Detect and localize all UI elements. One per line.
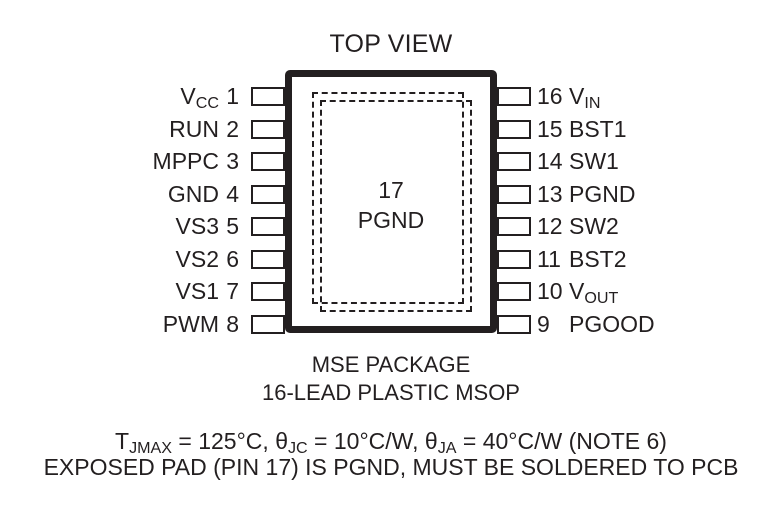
theta-ja-symbol: θ <box>424 428 438 454</box>
pin-name-11: BST2 <box>569 245 627 272</box>
pin-name-6: VS2 <box>175 245 219 272</box>
pin-number-11: 11 <box>537 245 561 272</box>
pin-lead-10 <box>497 282 531 301</box>
pin-name-10: VOUT <box>569 278 619 308</box>
exposed-pad-outline-outer <box>312 92 464 304</box>
pin-number-16: 16 <box>537 83 563 109</box>
exposed-pad-outline-inner <box>320 100 472 312</box>
pin-lead-14 <box>497 152 531 171</box>
pin-number-8: 8 <box>226 310 239 337</box>
theta-jc-subscript: JC <box>288 439 308 458</box>
pin-lead-12 <box>497 217 531 236</box>
exposed-pad-number: 17 <box>378 177 404 203</box>
pin-number-14: 14 <box>537 148 563 174</box>
pin-name-14: SW1 <box>569 148 619 174</box>
pin-lead-9 <box>497 314 531 334</box>
tjmax-symbol: T <box>115 428 130 454</box>
pin-lead-5 <box>251 217 285 236</box>
pin-name-subscript-10: OUT <box>584 289 619 308</box>
thermal-spec-line: TJMAX = 125°C, θJC = 10°C/W, θJA = 40°C/… <box>0 428 782 458</box>
pin-number-6: 6 <box>226 245 239 272</box>
tjmax-value: = 125°C, <box>172 428 276 454</box>
pin-lead-13 <box>497 184 531 204</box>
pin-name-2: RUN <box>169 115 219 142</box>
diagram-title: TOP VIEW <box>329 30 453 58</box>
pin-lead-3 <box>251 152 285 171</box>
pin-lead-2 <box>251 119 285 139</box>
tjmax-subscript: JMAX <box>129 439 173 458</box>
exposed-pad-name: PGND <box>357 207 425 233</box>
pin-lead-7 <box>251 282 285 301</box>
package-name-line: MSE PACKAGE <box>311 352 471 377</box>
pin-number-4: 4 <box>226 180 239 207</box>
pin-number-5: 5 <box>226 213 239 239</box>
pin-name-16: VIN <box>569 83 601 113</box>
package-type-line: 16-LEAD PLASTIC MSOP <box>262 380 520 405</box>
pin-name-9: PGOOD <box>569 310 655 337</box>
pin-lead-4 <box>251 184 285 204</box>
pin-lead-15 <box>497 119 531 139</box>
pin-number-13: 13 <box>537 180 563 207</box>
theta-jc-value: = 10°C/W, <box>307 428 425 454</box>
pin-number-2: 2 <box>226 115 239 142</box>
pin-lead-8 <box>251 314 285 334</box>
pin-name-subscript-1: CC <box>195 94 219 113</box>
pin-number-1: 1 <box>226 83 239 109</box>
pin-name-15: BST1 <box>569 115 627 142</box>
pin-name-1: VCC <box>180 83 219 113</box>
pin-name-3: MPPC <box>152 148 219 174</box>
pin-name-7: VS1 <box>175 278 219 304</box>
pin-name-8: PWM <box>162 310 219 337</box>
pin-name-5: VS3 <box>175 213 219 239</box>
theta-ja-value: = 40°C/W (NOTE 6) <box>456 428 667 454</box>
pin-number-7: 7 <box>226 278 239 304</box>
pin-number-3: 3 <box>226 148 239 174</box>
pin-number-15: 15 <box>537 115 563 142</box>
exposed-pad-note-line: EXPOSED PAD (PIN 17) IS PGND, MUST BE SO… <box>43 454 739 480</box>
pin-lead-11 <box>497 249 531 269</box>
exposed-pad-label: 17 PGND <box>285 175 497 235</box>
pin-lead-16 <box>497 87 531 106</box>
pin-name-4: GND <box>167 180 219 207</box>
theta-jc-symbol: θ <box>275 428 288 454</box>
pin-lead-1 <box>251 87 285 106</box>
pin-name-12: SW2 <box>569 213 619 239</box>
pin-name-13: PGND <box>569 180 636 207</box>
pin-number-10: 10 <box>537 278 563 304</box>
pin-number-12: 12 <box>537 213 563 239</box>
theta-ja-subscript: JA <box>437 439 457 458</box>
pin-name-subscript-16: IN <box>584 94 601 113</box>
pin-number-9: 9 <box>537 310 550 337</box>
pin-lead-6 <box>251 249 285 269</box>
